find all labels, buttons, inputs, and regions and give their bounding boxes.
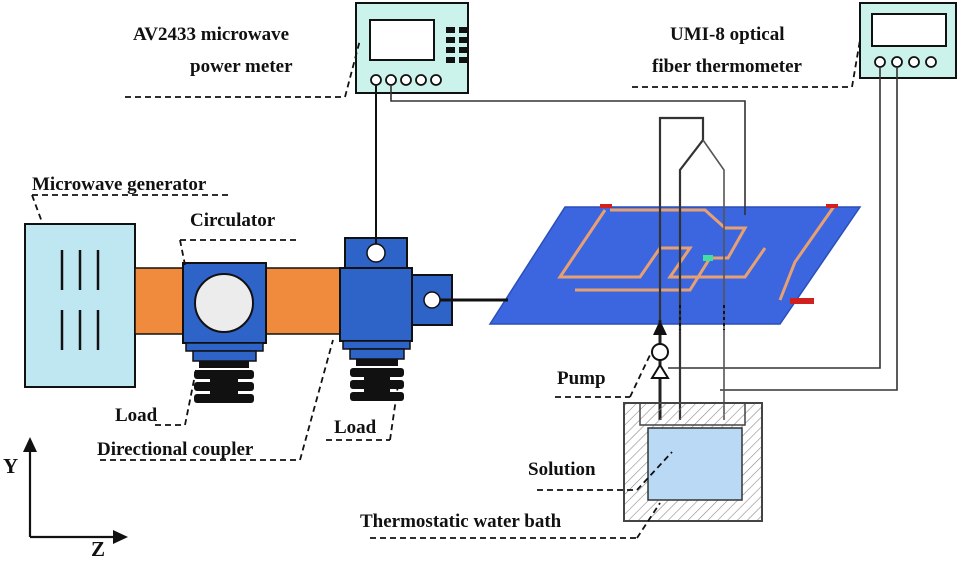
load-left-label: Load [115,405,158,426]
load-right-label: Load [334,417,377,438]
y-axis-label: Y [3,454,18,478]
power-meter-label-line1: AV2433 microwave [133,24,289,45]
thermometer-label-line2: fiber thermometer [652,56,803,77]
thermometer-instrument [859,2,957,79]
generator-label: Microwave generator [32,174,207,195]
pump-icon [650,343,670,379]
solution-label: Solution [528,459,596,480]
labels: AV2433 microwave power meter UMI-8 optic… [32,24,803,532]
power-meter-instrument [355,2,469,94]
leader-lines [31,39,861,539]
directional-coupler-label: Directional coupler [97,439,254,460]
circulator [182,262,267,352]
thermostatic-water-bath [623,402,763,522]
power-meter-label-line2: power meter [190,56,293,77]
microwave-generator [24,223,136,388]
load-left [192,350,257,403]
cables [375,67,898,391]
thermometer-label-line1: UMI-8 optical [670,24,785,45]
directional-coupler [339,237,453,350]
load-right [349,348,405,401]
water-bath-label: Thermostatic water bath [360,511,562,532]
coordinate-axes: Y Z [3,437,128,561]
circulator-label: Circulator [190,210,276,231]
pump-label: Pump [557,368,606,389]
microstrip-board [488,204,862,325]
z-axis-label: Z [91,537,105,561]
